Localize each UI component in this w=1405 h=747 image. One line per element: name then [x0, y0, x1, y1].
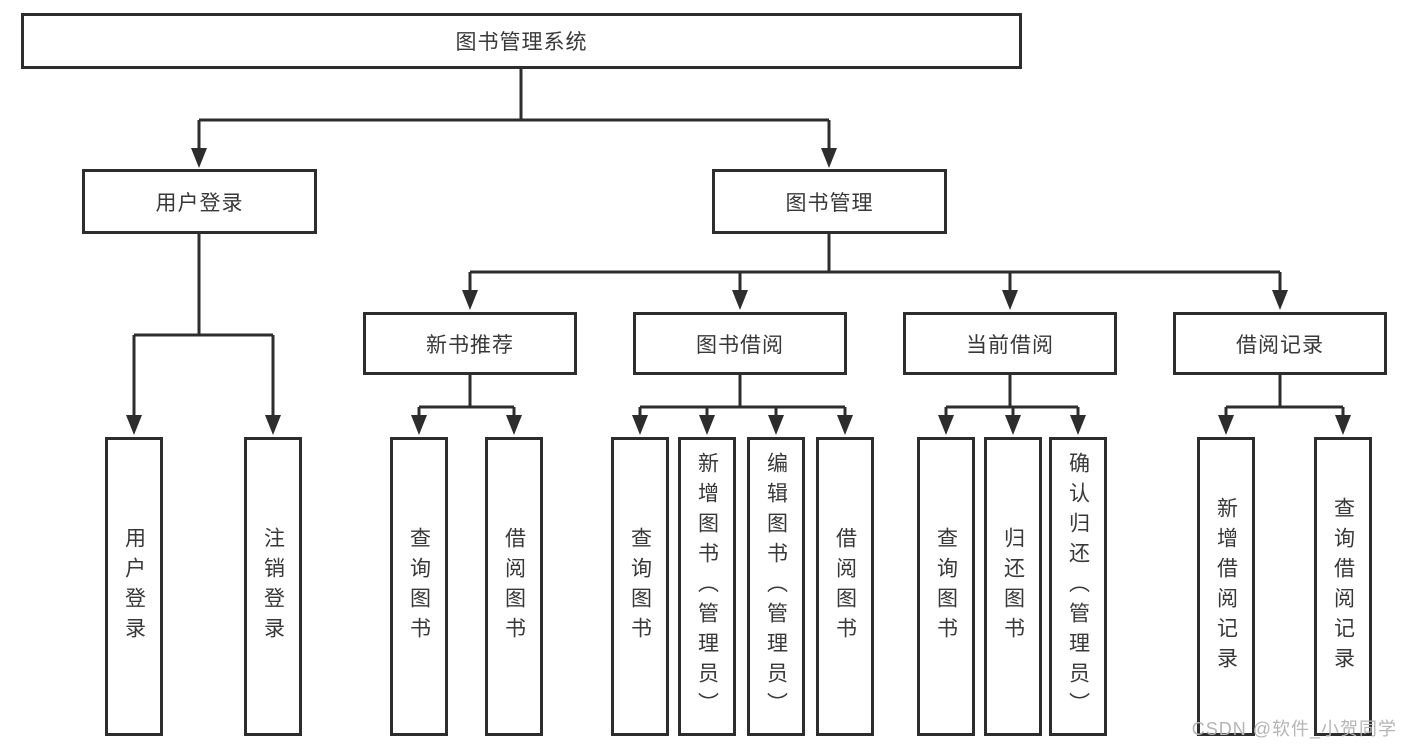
connector-book-mgmt-children [468, 234, 1282, 297]
leaf-query-borrow-record: 查询借阅记录 [1314, 437, 1372, 736]
leaf-borrow-books-recommend-label: 借阅图书 [502, 526, 526, 647]
leaf-query-books-recommend: 查询图书 [390, 437, 448, 736]
arrowhead-icon [821, 148, 837, 168]
arrowhead-icon [632, 415, 648, 435]
node-borrow-records: 借阅记录 [1173, 312, 1387, 375]
connector-book-borrow-children [638, 375, 847, 422]
leaf-query-books-current: 查询图书 [917, 437, 975, 736]
arrowhead-icon [1002, 290, 1018, 310]
node-user-login-label: 用户登录 [155, 191, 244, 215]
arrowhead-icon [411, 415, 427, 435]
arrowhead-icon [732, 290, 748, 310]
arrowhead-icon [126, 415, 142, 435]
node-new-book-recommend-label: 新书推荐 [426, 333, 514, 357]
connector-user-login-children [132, 234, 275, 422]
arrowhead-icon [699, 415, 715, 435]
node-new-book-recommend: 新书推荐 [363, 312, 577, 375]
leaf-return-books: 归还图书 [984, 437, 1042, 736]
leaf-user-login: 用户登录 [105, 437, 163, 736]
node-borrow-records-label: 借阅记录 [1236, 333, 1324, 357]
connector-current-borrow-children [944, 375, 1080, 422]
node-book-borrow-label: 图书借阅 [696, 333, 784, 357]
arrowhead-icon [191, 148, 207, 168]
leaf-add-borrow-record: 新增借阅记录 [1197, 437, 1255, 736]
arrowhead-icon [1335, 415, 1351, 435]
node-book-borrow: 图书借阅 [633, 312, 847, 375]
leaf-query-books-current-label: 查询图书 [934, 526, 958, 647]
leaf-edit-books-admin: 编辑图书（管理员） [747, 437, 805, 736]
arrowhead-icon [1218, 415, 1234, 435]
leaf-add-books-admin: 新增图书（管理员） [678, 437, 736, 736]
arrowhead-icon [938, 415, 954, 435]
arrowhead-icon [1070, 415, 1086, 435]
node-user-login: 用户登录 [82, 169, 317, 234]
node-root-label: 图书管理系统 [455, 31, 588, 54]
leaf-borrow-books: 借阅图书 [816, 437, 874, 736]
leaf-query-borrow-record-label: 查询借阅记录 [1331, 496, 1355, 677]
leaf-borrow-books-label: 借阅图书 [833, 526, 857, 647]
leaf-logout-label: 注销登录 [261, 526, 285, 647]
leaf-add-borrow-record-label: 新增借阅记录 [1214, 496, 1238, 677]
leaf-borrow-books-recommend: 借阅图书 [485, 437, 543, 736]
node-book-mgmt: 图书管理 [712, 169, 947, 234]
leaf-confirm-return-admin: 确认归还（管理员） [1049, 437, 1107, 736]
arrowhead-icon [506, 415, 522, 435]
connector-borrow-records-children [1224, 375, 1345, 422]
leaf-query-books-borrow-label: 查询图书 [628, 526, 652, 647]
node-current-borrow: 当前借阅 [903, 312, 1117, 375]
arrowhead-icon [1272, 290, 1288, 310]
leaf-add-books-admin-label: 新增图书（管理员） [695, 451, 719, 722]
node-root: 图书管理系统 [21, 13, 1022, 69]
leaf-query-books-borrow: 查询图书 [611, 437, 669, 736]
arrowhead-icon [265, 415, 281, 435]
node-current-borrow-label: 当前借阅 [966, 333, 1054, 357]
leaf-user-login-label: 用户登录 [122, 526, 146, 647]
csdn-watermark: CSDN @软件_小贺同学 [1191, 719, 1397, 739]
node-book-mgmt-label: 图书管理 [785, 191, 874, 215]
arrowhead-icon [1005, 415, 1021, 435]
leaf-query-books-recommend-label: 查询图书 [407, 526, 431, 647]
leaf-edit-books-admin-label: 编辑图书（管理员） [764, 451, 788, 722]
leaf-logout: 注销登录 [244, 437, 302, 736]
connector-root-to-level2 [197, 69, 831, 154]
leaf-return-books-label: 归还图书 [1001, 526, 1025, 647]
arrowhead-icon [462, 290, 478, 310]
connector-new-book-children [417, 375, 516, 422]
arrowhead-icon [768, 415, 784, 435]
leaf-confirm-return-admin-label: 确认归还（管理员） [1066, 451, 1090, 722]
arrowhead-icon [837, 415, 853, 435]
